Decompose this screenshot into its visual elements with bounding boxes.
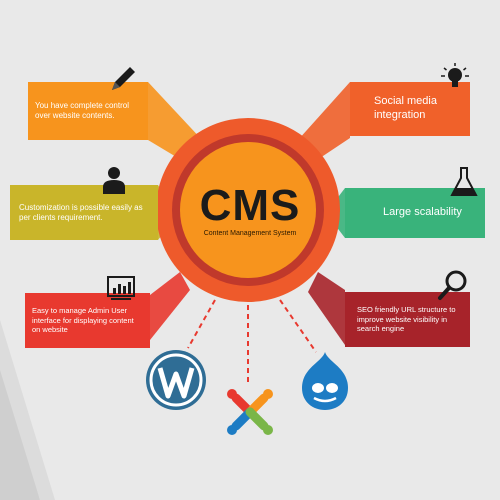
feature-control-text: You have complete control over website c… bbox=[35, 101, 129, 120]
user-icon bbox=[103, 167, 125, 194]
monitor-chart-icon bbox=[107, 276, 135, 300]
feature-box-social: Social media integration bbox=[350, 82, 470, 136]
connector-admin bbox=[150, 272, 190, 340]
feature-admin-text: Easy to manage Admin User interface for … bbox=[32, 306, 134, 335]
core-circle bbox=[180, 142, 316, 278]
connector-social bbox=[298, 82, 350, 158]
feature-box-customization: Customization is possible easily as per … bbox=[10, 185, 158, 240]
flask-icon bbox=[450, 167, 478, 196]
feature-box-control: You have complete control over website c… bbox=[28, 82, 148, 140]
feature-box-seo: SEO friendly URL structure to improve we… bbox=[345, 292, 470, 347]
dashed-line-drupal bbox=[279, 299, 317, 353]
feature-scalability-text: Large scalability bbox=[383, 206, 462, 219]
pencil-icon bbox=[112, 67, 135, 90]
joomla-logo bbox=[227, 389, 273, 435]
background-shadow-light bbox=[0, 320, 55, 500]
dashed-line-wordpress bbox=[187, 299, 216, 349]
connector-seo bbox=[308, 272, 345, 345]
magnifier-icon bbox=[438, 270, 467, 300]
feature-customization-text: Customization is possible easily as per … bbox=[19, 202, 143, 222]
center-title: CMS bbox=[199, 181, 301, 230]
wordpress-logo bbox=[146, 350, 206, 410]
lightbulb-icon bbox=[441, 63, 469, 87]
drupal-logo bbox=[302, 352, 348, 410]
feature-seo-text: SEO friendly URL structure to improve we… bbox=[357, 305, 456, 334]
center-subtitle: Content Management System bbox=[203, 230, 297, 237]
feature-social-text: Social media integration bbox=[374, 95, 437, 121]
feature-box-scalability: Large scalability bbox=[345, 188, 485, 238]
feature-box-admin: Easy to manage Admin User interface for … bbox=[25, 293, 150, 348]
